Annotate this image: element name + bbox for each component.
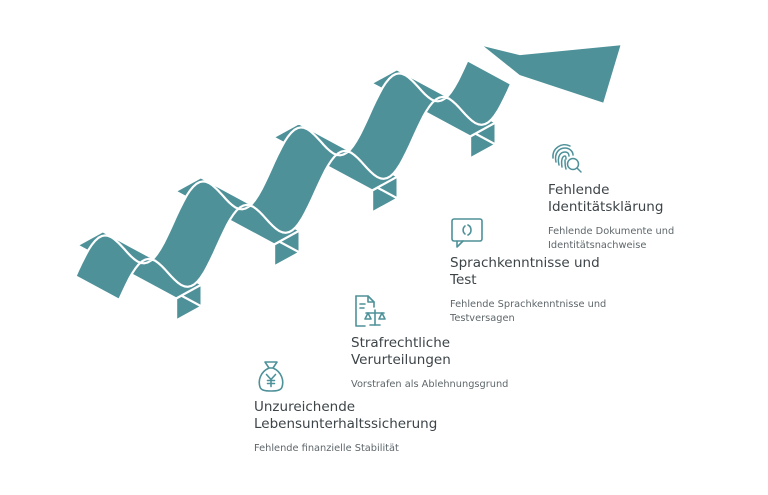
step-2: Strafrechtliche Verurteilungen Vorstrafe…: [351, 293, 508, 392]
step-3-desc-line1: Fehlende Sprachkenntnisse und: [450, 299, 607, 310]
step-4-title-line1: Fehlende: [548, 182, 610, 198]
step-3-desc-line2: Testversagen: [450, 313, 515, 324]
arrow-head: [478, 42, 624, 106]
step-2-title-line1: Strafrechtliche: [351, 335, 451, 351]
fingerprint-search-icon: [552, 144, 582, 173]
step-2-desc-line1: Vorstrafen als Ablehnungsgrund: [351, 379, 509, 390]
step-4-desc-line1: Fehlende Dokumente und: [548, 226, 675, 237]
legal-document-scales-icon: [355, 295, 386, 327]
step-4-desc-line2: Identitätsnachweise: [548, 240, 647, 251]
step-1-title-line1: Unzureichende: [254, 399, 356, 415]
speech-bubble-icon: [451, 218, 483, 248]
arrow-with-barriers: [74, 42, 624, 322]
step-2-title-line2: Verurteilungen: [351, 352, 451, 368]
money-bag-icon: [258, 361, 284, 392]
step-1: Unzureichende Lebensunterhaltssicherung …: [254, 359, 437, 456]
step-3-title-line1: Sprachkenntnisse und: [450, 255, 600, 271]
step-3-title-line2: Test: [450, 272, 477, 288]
step-1-title-line2: Lebensunterhaltssicherung: [254, 416, 438, 432]
step-1-desc-line1: Fehlende finanzielle Stabilität: [254, 443, 399, 454]
step-4-title-line2: Identitätsklärung: [548, 199, 664, 215]
arrow-ribbon-body: [74, 59, 513, 301]
step-4: Fehlende Identitätsklärung Fehlende Doku…: [548, 140, 674, 253]
step-3: Sprachkenntnisse und Test Fehlende Sprac…: [450, 217, 606, 326]
